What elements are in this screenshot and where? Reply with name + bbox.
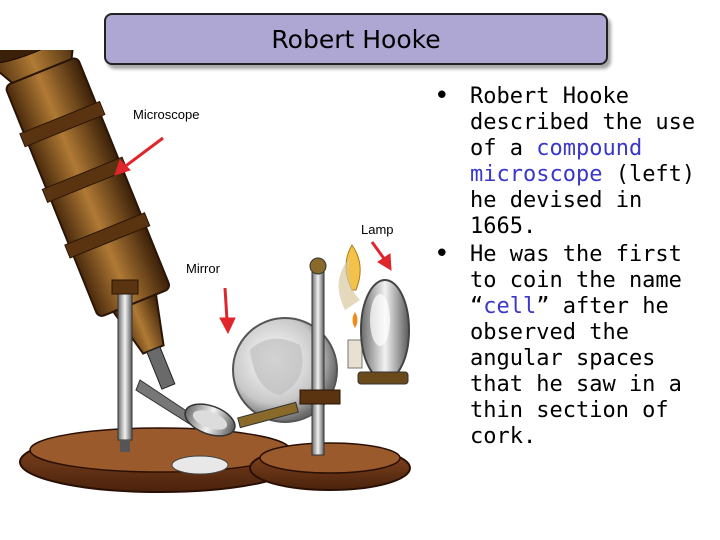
bullet-item: • He was the first to coin the name “cel… — [432, 239, 720, 450]
bullet-text: He was the first to coin the name “cell”… — [470, 242, 682, 449]
bullet-dot-icon: • — [434, 239, 450, 269]
highlight-term: compound microscope — [470, 136, 643, 187]
bullet-dot-icon: • — [434, 81, 450, 111]
title-bar: Robert Hooke — [104, 13, 608, 65]
red-arrow-icon — [219, 287, 236, 335]
microscope-label: Microscope — [133, 107, 200, 122]
bullet-text: Robert Hooke described the use of a comp… — [470, 84, 696, 239]
slide-title: Robert Hooke — [271, 24, 441, 54]
lamp-label: Lamp — [361, 222, 394, 237]
highlight-term: cell — [483, 294, 537, 319]
microscope-tube — [0, 50, 176, 390]
mirror — [184, 403, 236, 437]
bullet-item: • Robert Hooke described the use of a co… — [432, 81, 720, 240]
red-arrow-icon — [114, 136, 164, 176]
bullet-list: • Robert Hooke described the use of a co… — [432, 81, 720, 452]
microscope-illustration — [0, 50, 411, 493]
mirror-label: Mirror — [186, 261, 220, 276]
red-arrow-icon — [370, 241, 392, 271]
